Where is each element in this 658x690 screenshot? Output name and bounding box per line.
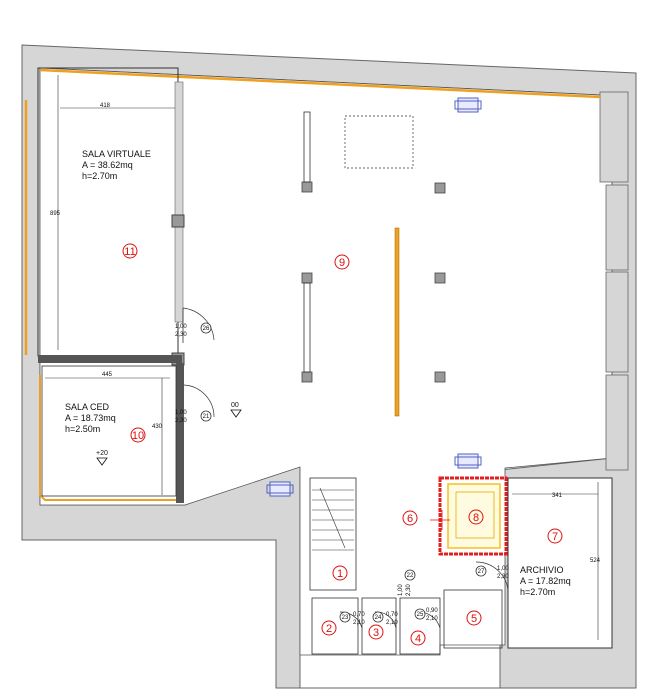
room-number-circle: [547, 528, 563, 544]
archivio-area: A = 17.82mq: [520, 576, 571, 586]
sala-virtuale-area: A = 38.62mq: [82, 160, 133, 170]
door-tag: 27: [478, 569, 485, 575]
room-number-circle: [321, 620, 337, 636]
door-tag-circle: [414, 608, 426, 620]
door-height: 2,30: [406, 584, 412, 596]
door-size: 1,00: [398, 584, 404, 596]
door-size: 1,00: [175, 324, 187, 330]
door-tag: 24: [375, 615, 382, 621]
door-size: 0,70: [386, 612, 398, 618]
room-number-circle: [368, 624, 384, 640]
hvac-unit-icon: [266, 481, 294, 497]
room-number-circle: [410, 630, 426, 646]
door-tag-circle: [200, 410, 212, 422]
hvac-unit-icon: [454, 453, 482, 469]
room-sala-ced-hatch: [38, 355, 182, 363]
column: [171, 214, 185, 228]
sala-virtuale-height: h=2.70m: [82, 171, 117, 181]
door-height: 2,30: [175, 418, 187, 424]
room-number-circle: [130, 427, 146, 443]
door-swing: [475, 561, 509, 591]
sala-ced-level: +20: [96, 450, 108, 457]
door-height: 2,30: [497, 574, 509, 580]
room-number-6: 6: [407, 513, 413, 525]
room-sala-ced: [41, 365, 177, 497]
sala-ced-height: h=2.50m: [65, 424, 100, 434]
door-tag: 25: [417, 612, 424, 618]
door-size: 1,00: [497, 566, 509, 572]
door-swing: [182, 307, 215, 341]
door-tag: 26: [203, 326, 210, 332]
door-size: 0,70: [353, 612, 365, 618]
stair-treads: [312, 489, 354, 551]
door-tag: 22: [407, 573, 414, 579]
hvac-unit-icon: [454, 97, 482, 113]
archivio-name: ARCHIVIO: [520, 565, 564, 575]
archivio-height: h=2.70m: [520, 587, 555, 597]
room-number-5: 5: [471, 613, 477, 625]
skylight: [344, 115, 414, 169]
room-number-8: 8: [473, 512, 479, 524]
stair-arrow: [319, 487, 346, 549]
sala-virtuale-width: 418: [100, 103, 111, 109]
door-size: 0,90: [426, 608, 438, 614]
room-number-circle: [468, 509, 484, 525]
door-size: 1,00: [175, 410, 187, 416]
hall-level: 00: [231, 402, 239, 409]
right-wall-pilasters: [599, 91, 629, 471]
service-rooms: [311, 589, 503, 655]
room-number-7: 7: [552, 531, 558, 543]
door-height: 2,10: [353, 620, 365, 626]
room-number-10: 10: [132, 430, 144, 442]
level-marker-icon: [230, 409, 242, 418]
room-number-9: 9: [339, 257, 345, 269]
sala-virtuale-name: SALA VIRTUALE: [82, 149, 151, 159]
room-number-circle: [334, 254, 350, 270]
room-number-3: 3: [373, 627, 379, 639]
door-swing: [183, 384, 215, 418]
outer-wall-trim: [39, 375, 180, 501]
room-number-4: 4: [415, 633, 421, 645]
room-number-circle: [466, 610, 482, 626]
sala-ced-name: SALA CED: [65, 402, 110, 412]
room-sala-ced-wall: [176, 363, 184, 503]
sala-ced-depth: 430: [152, 424, 163, 430]
room-number-circle: [402, 510, 418, 526]
door-tag: 21: [203, 414, 210, 420]
room-number-11: 11: [124, 246, 135, 258]
door-tag-circle: [475, 565, 487, 577]
hall-wall-segments: [303, 111, 311, 373]
room-number-circle: [122, 243, 138, 259]
archivio-depth: 524: [590, 558, 601, 564]
orange-partition: [394, 227, 400, 417]
sala-ced-width: 445: [102, 372, 113, 378]
door-height: 2,30: [175, 332, 187, 338]
door-height: 2,10: [386, 620, 398, 626]
door-tag-circle: [200, 322, 212, 334]
partition-wall: [174, 81, 184, 323]
archivio-width: 341: [552, 493, 563, 499]
sala-virtuale-depth: 895: [50, 211, 61, 217]
server-rack-yellow: [447, 483, 501, 549]
room-number-2: 2: [326, 623, 332, 635]
room-number-1: 1: [337, 568, 343, 580]
sala-ced-area: A = 18.73mq: [65, 413, 116, 423]
server-rack-inner: [455, 491, 495, 539]
door-height: 2,10: [426, 616, 438, 622]
door-swing: [339, 611, 363, 629]
level-marker-icon: [96, 457, 108, 466]
outer-wall-trim: [39, 68, 601, 99]
room-number-circle: [332, 565, 348, 581]
room-archivio: [507, 477, 613, 649]
door-tag-circle: [372, 611, 384, 623]
hall-columns: [301, 181, 446, 383]
door-tag: 23: [342, 615, 349, 621]
door-tag-circle: [404, 569, 416, 581]
door-tag-circle: [339, 611, 351, 623]
